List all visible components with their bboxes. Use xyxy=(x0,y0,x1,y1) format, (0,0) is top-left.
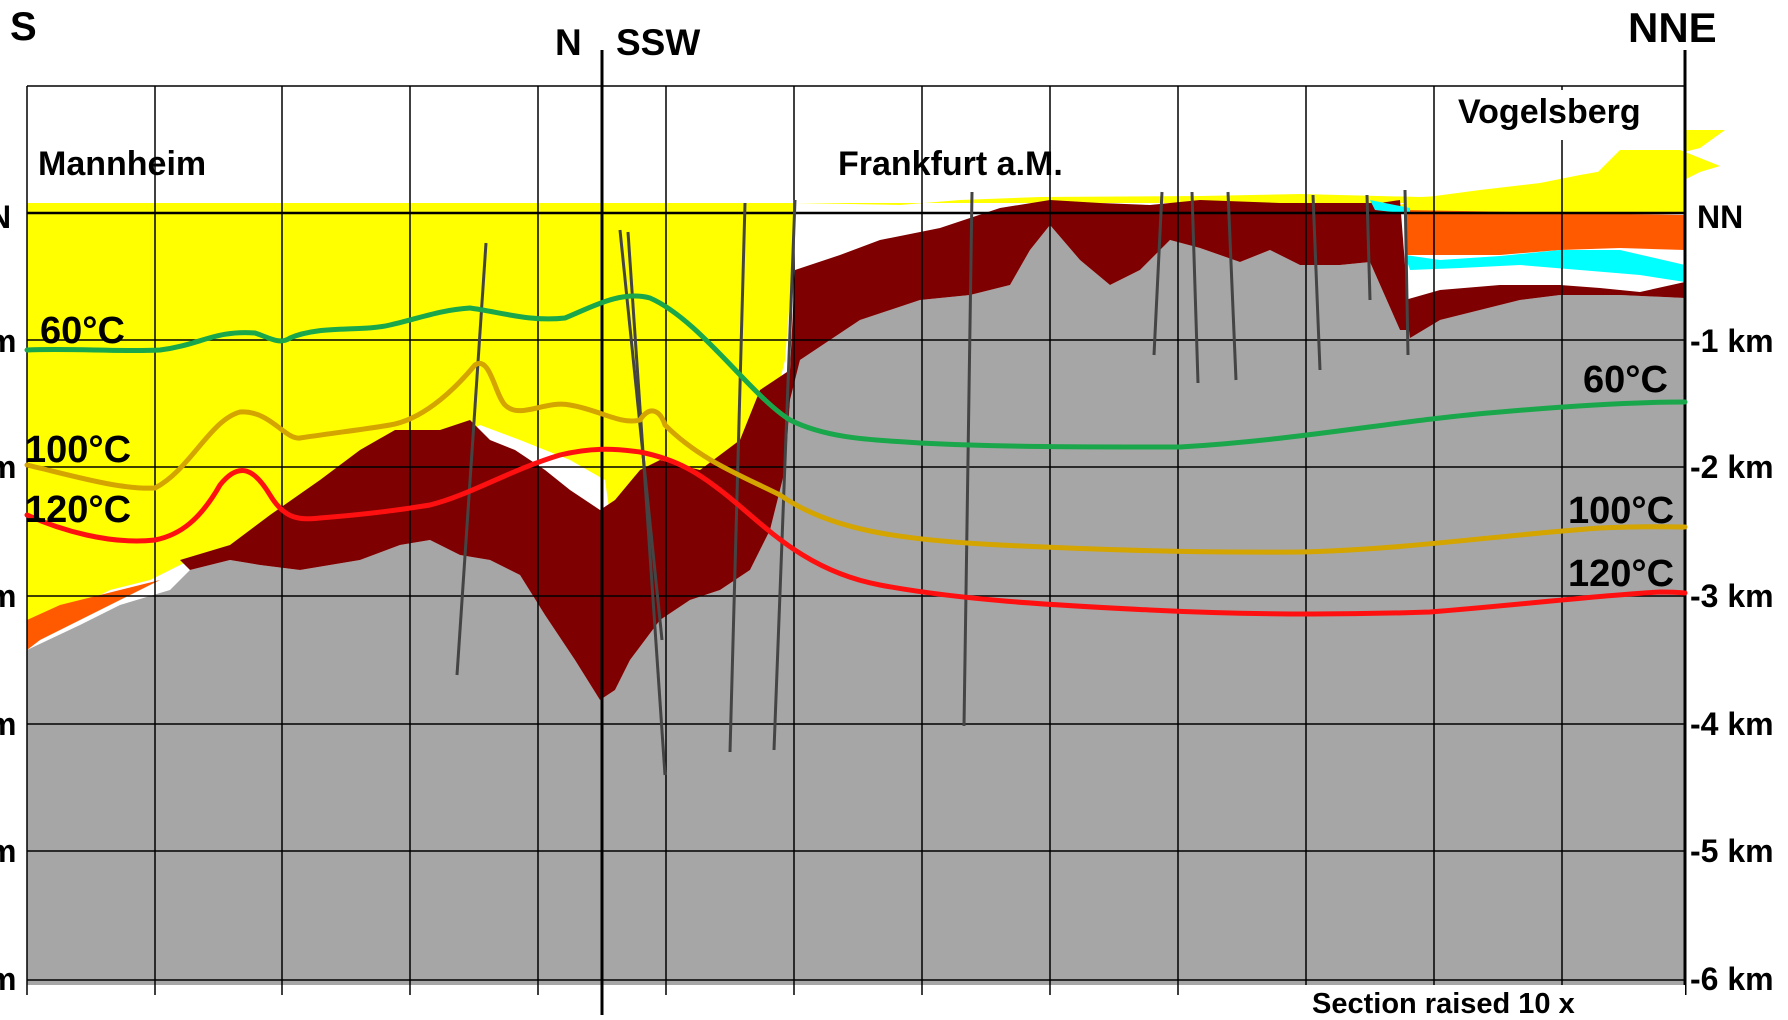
direction-left-end: S xyxy=(10,5,37,49)
depth-left-label: m xyxy=(0,323,16,359)
isotherms xyxy=(24,293,1688,617)
depth-right-label: -6 km xyxy=(1690,961,1774,997)
depth-right-label: -2 km xyxy=(1690,449,1774,485)
grid xyxy=(26,50,1687,1015)
cyan-strip-left xyxy=(1370,200,1410,214)
header: S N SSW NNE xyxy=(10,4,1717,63)
depth-left-label: m xyxy=(0,961,16,997)
fault-line xyxy=(455,242,488,676)
depth-left-label: m xyxy=(0,833,16,869)
orange-layer-left xyxy=(27,580,160,650)
fault-line xyxy=(1190,191,1200,384)
fault-line xyxy=(962,191,974,727)
vogelsberg-volcanics xyxy=(1370,130,1725,215)
fault-line xyxy=(1226,191,1238,381)
depth-right-label: -1 km xyxy=(1690,323,1774,359)
place-frankfurt: Frankfurt a.M. xyxy=(838,145,1063,183)
isotherm-label-100-left: 100°C xyxy=(25,429,131,471)
permian-layer-right xyxy=(1405,282,1685,338)
isotherm-label-120-left: 120°C xyxy=(25,489,131,531)
tertiary-sediment-layer xyxy=(27,150,1720,630)
vogelsberg-label-bg xyxy=(1455,90,1663,140)
triassic-orange-layer xyxy=(1405,210,1685,255)
depth-axis-left: N m m m m m m xyxy=(0,199,16,997)
depth-right-label: NN xyxy=(1697,199,1743,235)
depth-right-label: -3 km xyxy=(1690,578,1774,614)
depth-left-label: m xyxy=(0,706,16,742)
isotherm-label-120-right: 120°C xyxy=(1568,553,1674,595)
fault-line xyxy=(1311,194,1322,371)
cyan-layer xyxy=(1405,250,1685,282)
fault-line xyxy=(1403,189,1410,356)
fault-line xyxy=(728,202,747,753)
direction-section-ssw: SSW xyxy=(616,22,700,63)
vertical-exaggeration-note: Section raised 10 x xyxy=(1312,988,1575,1020)
isotherm-label-60-left: 60°C xyxy=(40,310,125,352)
isotherm-labels: 60°C 100°C 120°C 60°C 100°C 120°C xyxy=(25,310,1674,595)
direction-right-end: NNE xyxy=(1628,4,1717,51)
fault-line xyxy=(1365,194,1372,301)
fault-line xyxy=(1152,191,1164,356)
isotherm-120-line xyxy=(24,446,1688,617)
fault-line xyxy=(772,199,797,751)
geology-layers xyxy=(27,130,1725,985)
isotherm-100-line xyxy=(24,360,1688,555)
depth-left-label: m xyxy=(0,449,16,485)
permian-layer xyxy=(180,200,1410,700)
isotherm-label-100-right: 100°C xyxy=(1568,490,1674,532)
place-vogelsberg: Vogelsberg xyxy=(1458,93,1641,131)
depth-right-label: -5 km xyxy=(1690,833,1774,869)
place-labels: Mannheim Frankfurt a.M. Vogelsberg xyxy=(38,90,1663,183)
depth-left-label: m xyxy=(0,578,16,614)
depth-right-label: -4 km xyxy=(1690,706,1774,742)
depth-axis-right: NN -1 km -2 km -3 km -4 km -5 km -6 km xyxy=(1690,199,1774,997)
depth-left-label: N xyxy=(0,199,11,235)
faults xyxy=(455,189,1410,776)
isotherm-label-60-right: 60°C xyxy=(1583,359,1668,401)
direction-section-north: N xyxy=(555,22,582,63)
basement-layer xyxy=(27,225,1685,985)
isotherm-60-line xyxy=(24,293,1688,450)
place-mannheim: Mannheim xyxy=(38,145,206,183)
fault-line xyxy=(626,231,667,776)
footer-note-bg xyxy=(1300,985,1685,1020)
